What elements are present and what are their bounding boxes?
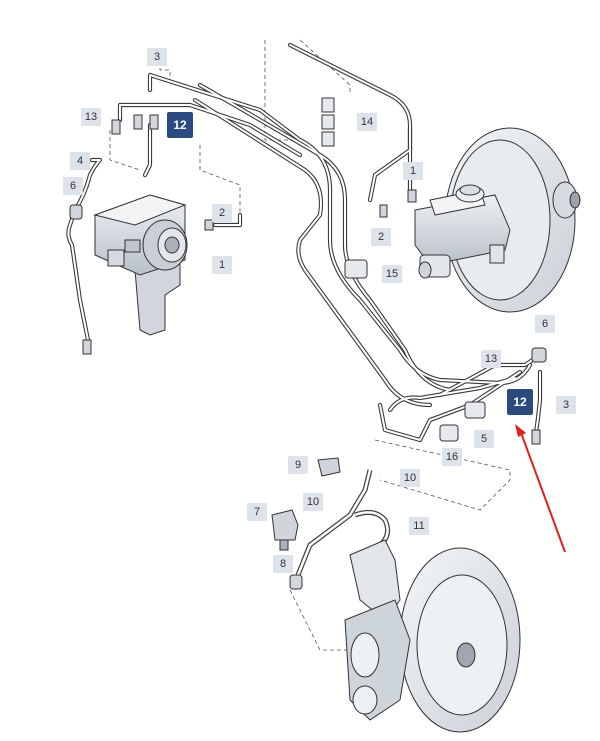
callout-12-top: 12 — [167, 112, 193, 138]
connectors — [69, 114, 547, 445]
callout-5: 5 — [474, 430, 494, 448]
callout-16: 16 — [442, 448, 462, 466]
callout-13-left: 13 — [81, 108, 101, 126]
abs-unit — [93, 194, 188, 336]
callout-4: 4 — [70, 152, 90, 170]
callout-1-right: 1 — [403, 162, 423, 180]
callout-6-left: 6 — [63, 177, 83, 195]
callout-3-top: 3 — [147, 48, 167, 66]
callout-10-upper: 10 — [400, 469, 420, 487]
red-arrow — [515, 424, 566, 553]
callout-6-right: 6 — [535, 315, 555, 333]
callout-7: 7 — [247, 503, 267, 521]
callout-8: 8 — [273, 555, 293, 573]
callout-14: 14 — [357, 113, 377, 131]
callout-1-mid: 1 — [212, 256, 232, 274]
callout-3-right: 3 — [556, 396, 576, 414]
brake-disc — [344, 539, 521, 733]
callout-2-mid: 2 — [212, 204, 232, 222]
callout-2-right: 2 — [371, 228, 391, 246]
master-cylinder — [414, 184, 511, 279]
callout-13-right: 13 — [481, 350, 501, 368]
hose-assembly — [271, 457, 391, 590]
reference-lines — [109, 39, 511, 651]
callout-15: 15 — [382, 265, 402, 283]
callout-10-lower: 10 — [303, 493, 323, 511]
callout-12-right: 12 — [507, 389, 533, 415]
callout-9: 9 — [288, 456, 308, 474]
callout-11: 11 — [409, 517, 429, 535]
clips — [321, 97, 486, 442]
